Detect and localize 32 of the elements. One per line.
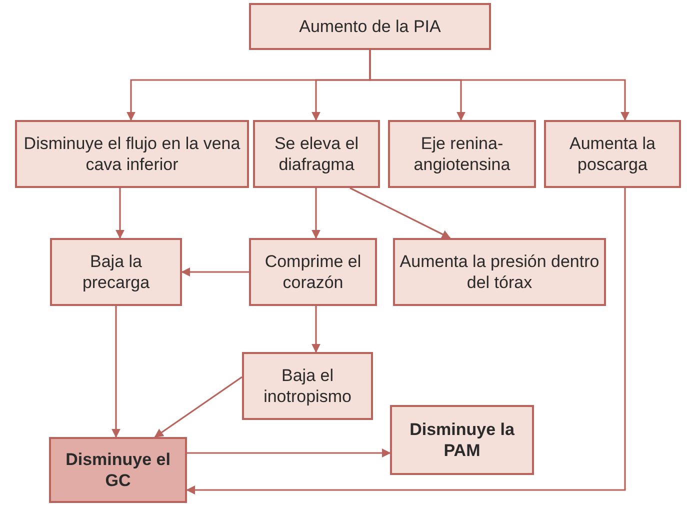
box-label: Disminuye la PAM: [408, 418, 516, 462]
box-label: Aumenta la presión dentro del tórax: [398, 250, 600, 294]
arrow: [154, 376, 242, 438]
arrow: [369, 50, 630, 121]
arrow: [350, 187, 451, 239]
arrow: [186, 188, 626, 494]
process-box: [249, 238, 377, 306]
box-label: Aumento de la PIA: [298, 16, 442, 38]
arrow: [116, 188, 124, 239]
process-box: [15, 120, 249, 188]
box-label: Eje renina-angiotensina: [412, 132, 512, 176]
arrow: [187, 448, 391, 458]
box-label: Comprime el corazón: [264, 250, 362, 294]
box-label: Baja el inotropismo: [262, 364, 352, 408]
process-box: [253, 120, 380, 188]
process-box: [242, 352, 373, 420]
process-box: [49, 437, 187, 503]
process-box: [249, 3, 491, 50]
box-label: Disminuye el flujo en la vena cava inferior: [22, 132, 242, 176]
process-box: [390, 405, 534, 475]
arrow: [312, 188, 320, 239]
box-label: Disminuye el GC: [64, 448, 172, 492]
process-box: [50, 238, 182, 306]
process-box: [544, 120, 681, 188]
arrow: [181, 268, 249, 276]
arrow: [112, 306, 120, 438]
box-label: Se eleva el diafragma: [273, 132, 360, 176]
box-label: Aumenta la poscarga: [568, 132, 656, 176]
process-box: [393, 238, 606, 306]
box-label: Baja la precarga: [81, 250, 151, 294]
process-box: [388, 120, 536, 188]
arrow: [312, 306, 320, 353]
